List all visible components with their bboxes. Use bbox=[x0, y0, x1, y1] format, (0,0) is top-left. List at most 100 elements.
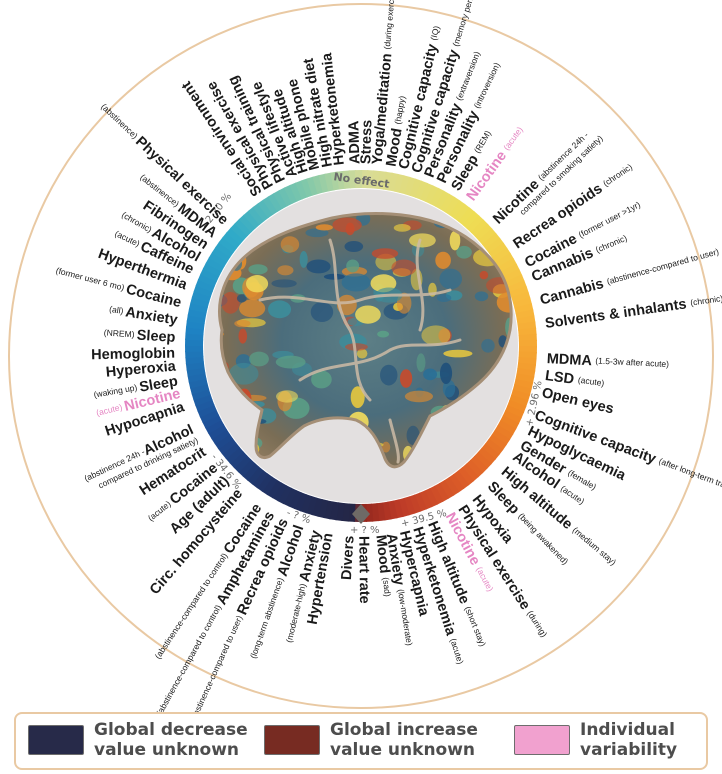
heatmap-blob bbox=[248, 264, 268, 275]
factor-name: Stress bbox=[358, 120, 375, 165]
scale-segment bbox=[398, 497, 410, 518]
heatmap-blob bbox=[421, 325, 451, 346]
scale-segment bbox=[465, 459, 484, 478]
heatmap-blob bbox=[474, 291, 489, 302]
scale-segment bbox=[312, 174, 324, 195]
factor-labels: Social environment Physical exercise Phy… bbox=[55, 0, 722, 712]
factor-label: LSD (acute) bbox=[544, 368, 605, 392]
scale-segment bbox=[510, 389, 531, 402]
scale-segment bbox=[222, 231, 241, 249]
scale-segment bbox=[453, 203, 471, 223]
heatmap-blob bbox=[408, 233, 436, 248]
factor-name: Sleep bbox=[136, 327, 176, 345]
scale-segment bbox=[243, 210, 261, 229]
scale-segment bbox=[282, 487, 297, 507]
heatmap-blob bbox=[404, 390, 434, 403]
scale-segment bbox=[214, 433, 234, 450]
legend-item-global-increase: Global increase value unknown bbox=[264, 720, 478, 760]
scale-segment bbox=[449, 200, 466, 219]
legend-item-global-decrease: Global decrease value unknown bbox=[28, 720, 248, 760]
scale-segment bbox=[266, 479, 282, 499]
scale-segment bbox=[208, 251, 228, 267]
heatmap-blob bbox=[436, 294, 452, 302]
scale-segment bbox=[226, 227, 245, 245]
heatmap-blob bbox=[439, 268, 463, 290]
scale-segment bbox=[518, 346, 537, 354]
scale-segment bbox=[409, 178, 423, 198]
factor-name: ADMA bbox=[346, 120, 363, 164]
scale-segment bbox=[491, 429, 511, 446]
scale-segment bbox=[514, 378, 534, 390]
factor-label: Stress bbox=[358, 120, 375, 165]
heatmap-blob bbox=[371, 248, 399, 259]
heatmap-blob bbox=[481, 338, 495, 353]
scale-segment bbox=[439, 479, 455, 500]
heatmap-blob bbox=[276, 390, 298, 403]
scale-segment bbox=[512, 384, 532, 396]
scale-segment bbox=[267, 192, 283, 213]
scale-segment bbox=[403, 496, 416, 516]
scale-segment bbox=[457, 467, 475, 486]
scale-segment bbox=[191, 290, 212, 303]
scale-segment bbox=[485, 237, 505, 255]
scale-segment bbox=[229, 450, 248, 469]
scale-segment bbox=[484, 438, 504, 456]
scale-segment bbox=[230, 222, 249, 241]
heatmap-blob bbox=[229, 362, 259, 385]
factor-note: (sad) bbox=[381, 577, 393, 597]
factor-label: Hyperoxia bbox=[105, 358, 177, 380]
heatmap-blob bbox=[393, 224, 411, 232]
scale-segment bbox=[458, 207, 476, 226]
scale-segment bbox=[242, 462, 260, 481]
scale-segment bbox=[261, 476, 278, 496]
scale-segment bbox=[211, 428, 231, 445]
heatmap-blob bbox=[236, 294, 247, 303]
legend-label: Individual bbox=[580, 720, 675, 740]
scale-segment bbox=[414, 492, 427, 512]
scale-segment bbox=[469, 455, 488, 474]
factor-name: LSD bbox=[544, 368, 579, 388]
scale-segment bbox=[189, 383, 210, 395]
legend-label: variability bbox=[580, 740, 678, 760]
scale-segment bbox=[202, 414, 222, 429]
factor-label: Mood (happy) bbox=[383, 94, 410, 167]
scale-segment bbox=[306, 176, 319, 196]
scale-segment bbox=[283, 184, 298, 204]
scale-segment bbox=[399, 175, 411, 195]
heatmap-blob bbox=[238, 328, 248, 344]
scale-segment bbox=[197, 273, 218, 287]
factor-name: Mood bbox=[373, 534, 393, 578]
scale-segment bbox=[185, 350, 204, 359]
scale-segment bbox=[434, 482, 449, 502]
scale-segment bbox=[478, 228, 497, 246]
scale-segment bbox=[233, 454, 252, 473]
scale-segment bbox=[404, 176, 417, 197]
scale-segment bbox=[497, 258, 517, 273]
heatmap-blob bbox=[332, 217, 362, 233]
scale-segment bbox=[217, 437, 237, 455]
scale-segment bbox=[354, 170, 363, 189]
heatmap-blob bbox=[275, 355, 306, 369]
scale-segment bbox=[273, 190, 288, 210]
scale-segment bbox=[462, 211, 480, 230]
scale-segment bbox=[505, 274, 525, 288]
heatmap-blob bbox=[249, 351, 269, 367]
heatmap-blob bbox=[449, 230, 461, 251]
scale-segment bbox=[257, 199, 274, 219]
scale-segment bbox=[195, 399, 215, 412]
heatmap-blob bbox=[496, 292, 512, 313]
legend-label: value unknown bbox=[94, 740, 240, 760]
legend-label: value unknown bbox=[330, 740, 476, 760]
heatmap-blob bbox=[268, 300, 292, 319]
scale-segment bbox=[393, 173, 405, 193]
scale-segment bbox=[488, 242, 508, 259]
scale-segment bbox=[474, 223, 493, 242]
scale-segment bbox=[317, 499, 329, 519]
factor-label: Divers bbox=[339, 535, 358, 580]
heatmap-blob bbox=[234, 319, 251, 328]
scale-segment bbox=[502, 410, 522, 425]
heatmap-blob bbox=[356, 348, 368, 359]
scale-segment bbox=[246, 466, 264, 485]
heatmap-blob bbox=[399, 369, 413, 388]
scale-segment bbox=[470, 219, 489, 238]
